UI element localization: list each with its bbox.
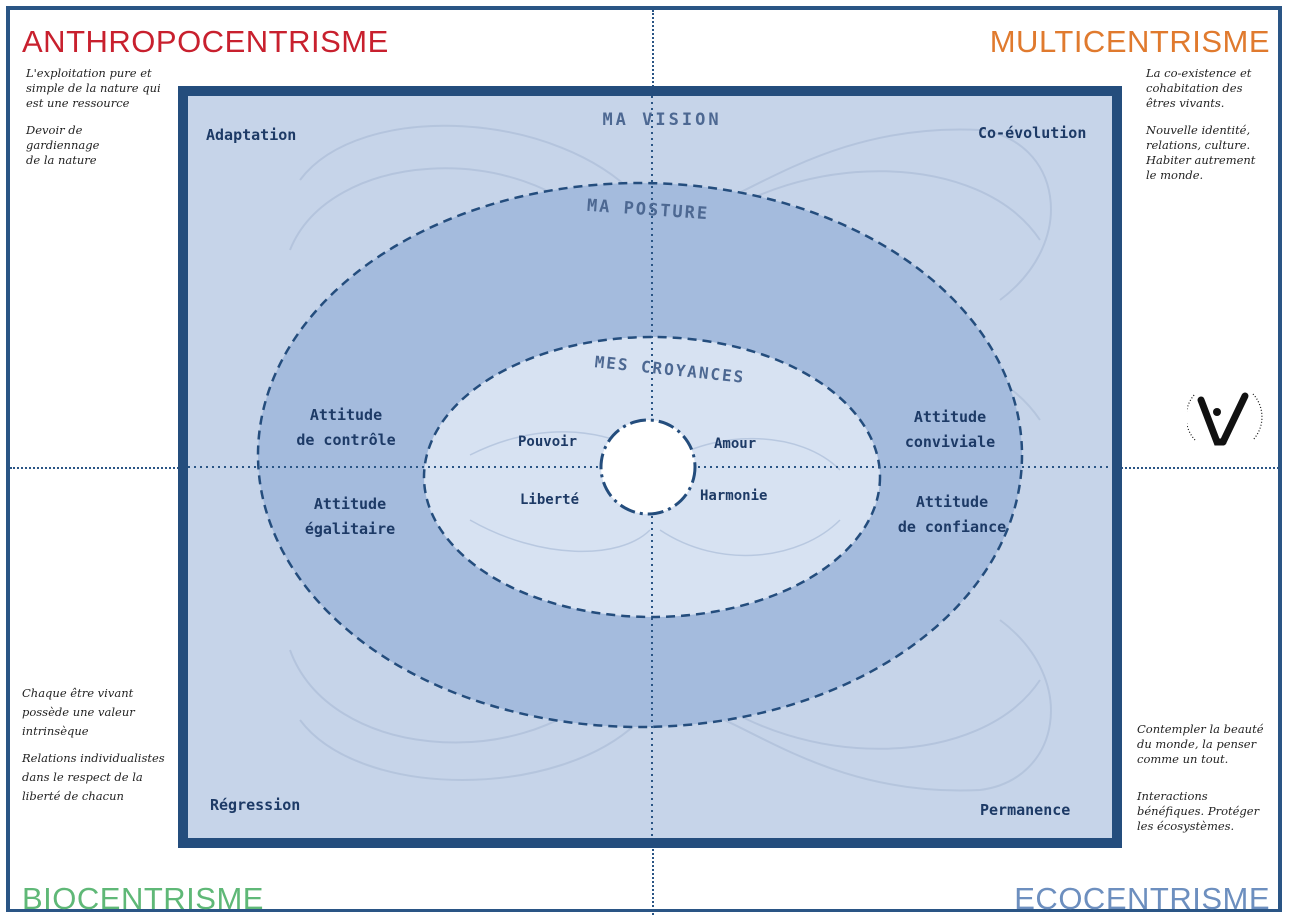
- attitude-line: Attitude: [913, 408, 987, 426]
- notes-multicentrisme: La co-existence et cohabitation des être…: [1146, 66, 1266, 195]
- attitude-confiance: Attitude de confiance: [882, 490, 1022, 540]
- center-circle: [599, 418, 697, 516]
- belief-amour: Amour: [714, 436, 757, 452]
- title-multicentrisme: MULTICENTRISME: [989, 24, 1270, 59]
- attitude-line: de contrôle: [296, 431, 396, 449]
- note: Chaque être vivant possède une valeur in…: [22, 686, 135, 738]
- note: L'exploitation pure et simple de la natu…: [26, 66, 161, 110]
- title-ecocentrisme: ECOCENTRISME: [1014, 881, 1270, 916]
- attitude-line: Attitude: [313, 495, 387, 513]
- label-adaptation: Adaptation: [206, 126, 297, 144]
- note: La co-existence et cohabitation des être…: [1146, 66, 1252, 110]
- notes-anthropocentrisme: L'exploitation pure et simple de la natu…: [26, 66, 176, 180]
- notes-ecocentrisme: Contempler la beauté du monde, la penser…: [1137, 722, 1275, 846]
- attitude-line: Attitude: [309, 406, 383, 424]
- attitude-conviviale: Attitude conviviale: [890, 405, 1010, 455]
- label-regression: Régression: [210, 796, 301, 814]
- attitude-line: conviviale: [904, 433, 996, 451]
- attitude-egalitaire: Attitude égalitaire: [290, 492, 410, 542]
- title-anthropocentrisme: ANTHROPOCENTRISME: [22, 24, 389, 59]
- belief-pouvoir: Pouvoir: [518, 434, 578, 450]
- label-permanence: Permanence: [980, 801, 1071, 819]
- note: Interactions bénéfiques. Protéger les éc…: [1137, 789, 1260, 833]
- belief-liberte: Liberté: [520, 492, 580, 508]
- tree-v-logo-icon: [1187, 392, 1263, 446]
- label-co-evolution: Co-évolution: [978, 124, 1087, 142]
- vision-title: MA VISION: [602, 110, 722, 130]
- notes-biocentrisme: Chaque être vivant possède une valeur in…: [22, 684, 176, 818]
- belief-harmonie: Harmonie: [700, 488, 768, 504]
- title-biocentrisme: BIOCENTRISME: [22, 881, 264, 916]
- attitude-line: de confiance: [897, 518, 1007, 536]
- attitude-line: égalitaire: [304, 520, 396, 538]
- note: Devoir de gardiennage de la nature: [26, 123, 100, 167]
- note: Contempler la beauté du monde, la penser…: [1137, 722, 1264, 766]
- attitude-line: Attitude: [915, 493, 989, 511]
- outer-frame: [6, 6, 1282, 912]
- attitude-controle: Attitude de contrôle: [286, 403, 406, 453]
- note: Nouvelle identité, relations, culture. H…: [1146, 123, 1256, 182]
- note: Relations individualistes dans le respec…: [22, 751, 165, 803]
